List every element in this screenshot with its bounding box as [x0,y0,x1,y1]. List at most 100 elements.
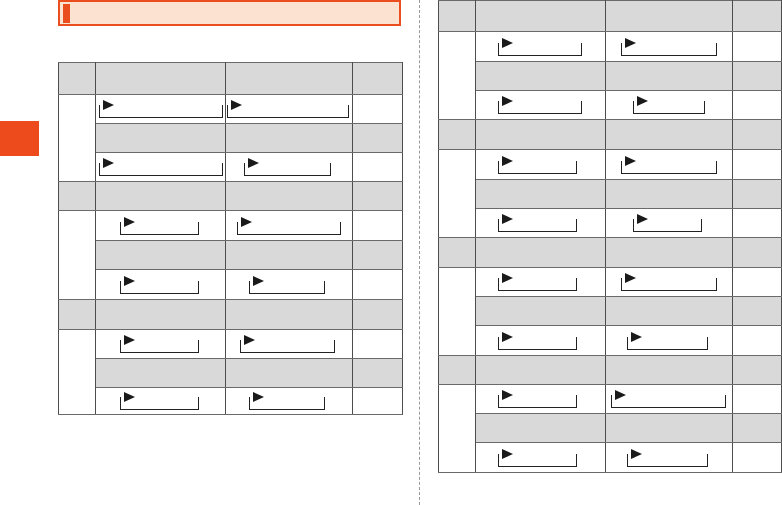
header-cell [95,62,226,95]
header-cell [225,62,353,95]
group-header-cell [352,181,403,211]
key-arrow-icon [498,214,577,232]
table-row [438,267,782,356]
key-arrow-icon [498,273,577,291]
group-header-cell [225,299,353,330]
group-header-cell [732,119,782,150]
key-arrow-icon [498,390,577,408]
value-cell [225,269,353,300]
value-cell [475,296,606,326]
left-settings-table [58,62,403,415]
key-arrow-icon [621,155,717,174]
value-cell [732,61,782,91]
key-arrow-icon [120,335,199,353]
group-header-cell [438,237,476,268]
value-cell [475,149,606,180]
group-header-cell [352,299,403,330]
value-cell [732,384,782,414]
table-row [438,355,782,385]
value-cell [475,61,606,91]
value-cell [732,413,782,443]
group-header-cell [475,119,606,150]
table-row [438,237,782,268]
key-arrow-icon [240,335,335,353]
header-cell [732,0,782,32]
value-cell [352,152,403,182]
table-row [59,123,403,153]
right-settings-table [438,0,782,473]
value-cell [605,90,733,120]
value-cell [352,329,403,359]
table-row [58,181,403,211]
value-cell [352,358,403,388]
header-cell [475,0,606,32]
key-arrow-icon [498,331,577,350]
table-row [59,269,403,300]
value-cell [732,325,782,356]
value-cell [605,179,733,209]
table-row [59,387,403,415]
table-row [59,240,403,270]
value-cell [95,269,226,300]
value-cell [605,208,733,238]
group-cell [438,149,476,238]
value-cell [225,152,353,182]
key-arrow-icon [498,37,582,56]
key-arrow-icon [498,448,577,467]
table-row [438,149,782,238]
value-cell [605,61,733,91]
group-header-cell [732,237,782,268]
value-cell [475,90,606,120]
key-arrow-icon [120,392,199,410]
title-accent-marker [63,4,70,23]
value-cell [732,31,782,62]
value-cell [95,152,226,182]
value-cell [225,387,353,415]
value-cell [475,413,606,443]
key-arrow-icon [621,37,717,56]
value-cell [732,179,782,209]
group-header-cell [95,181,226,211]
header-cell [605,0,733,32]
key-arrow-icon [633,96,705,114]
key-arrow-icon [120,275,199,294]
table-row [439,208,782,238]
group-header-cell [58,181,96,211]
value-cell [732,442,782,473]
value-cell [225,123,353,153]
key-arrow-icon [621,273,717,291]
key-arrow-icon [99,100,223,118]
value-cell [225,210,353,241]
group-header-cell [438,355,476,385]
group-cell [438,384,476,473]
table-row [438,31,782,120]
value-cell [225,94,353,124]
group-cell [438,267,476,356]
value-cell [225,358,353,388]
key-arrow-icon [227,100,349,118]
value-cell [732,90,782,120]
value-cell [95,240,226,270]
value-cell [225,240,353,270]
table-row [59,358,403,388]
group-header-cell [225,181,353,211]
value-cell [225,329,353,359]
value-cell [352,210,403,241]
chapter-side-tab [0,121,39,156]
value-cell [352,240,403,270]
value-cell [475,267,606,297]
table-row [439,442,782,473]
value-cell [732,208,782,238]
value-cell [95,329,226,359]
value-cell [352,94,403,124]
group-header-cell [605,355,733,385]
value-cell [605,267,733,297]
table-row [439,296,782,326]
group-header-cell [58,299,96,330]
value-cell [95,94,226,124]
value-cell [475,325,606,356]
group-header-cell [605,237,733,268]
value-cell [475,442,606,473]
value-cell [95,123,226,153]
group-header-cell [605,119,733,150]
